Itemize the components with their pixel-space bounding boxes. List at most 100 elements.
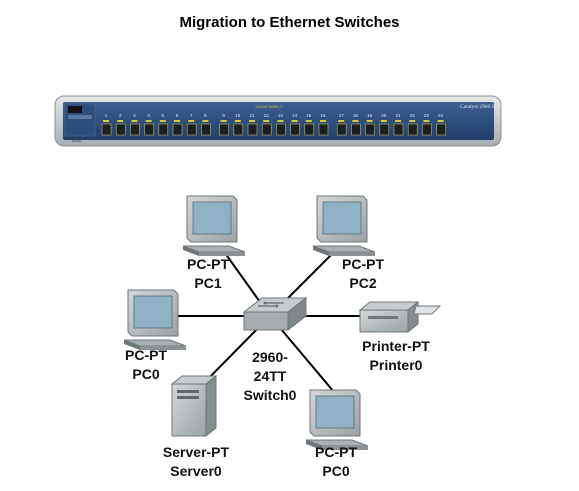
- port-led: [220, 120, 227, 122]
- port-number-label: 23: [424, 113, 430, 118]
- switch0-label: 2960- 24TT Switch0: [236, 348, 304, 405]
- port-number-label: 8: [204, 113, 207, 118]
- port-led: [117, 120, 124, 122]
- pc2-icon[interactable]: [312, 195, 376, 256]
- port-led: [291, 120, 298, 122]
- port-led: [131, 120, 138, 122]
- port-led: [409, 120, 416, 122]
- port-number-label: 11: [250, 113, 255, 118]
- pc0-left-icon[interactable]: [123, 289, 187, 350]
- pc0-bottom-icon[interactable]: [305, 389, 369, 450]
- port-led: [263, 120, 270, 122]
- printer0-name: Printer0: [369, 357, 423, 373]
- ethernet-port[interactable]: [115, 123, 126, 136]
- pc1-type: PC-PT: [187, 256, 229, 272]
- panel-model-text: Catalyst 2960 Series: [460, 104, 505, 110]
- server0-name: Server0: [170, 463, 222, 479]
- port-number-label: 21: [395, 113, 401, 118]
- ethernet-port[interactable]: [247, 123, 258, 136]
- port-led: [202, 120, 209, 122]
- port-led: [338, 120, 345, 122]
- pc2-type: PC-PT: [342, 256, 384, 272]
- ethernet-port[interactable]: [144, 123, 154, 136]
- port-led: [352, 120, 359, 122]
- pc2-label: PC-PT PC2: [333, 255, 393, 293]
- pc2-name: PC2: [349, 275, 377, 291]
- pc0-left-label: PC-PT PC0: [116, 346, 176, 384]
- port-led: [437, 120, 444, 122]
- port-led: [159, 120, 166, 122]
- ethernet-port[interactable]: [219, 123, 229, 136]
- port-led: [395, 120, 401, 122]
- port-number-label: 24: [438, 113, 444, 118]
- port-led: [320, 120, 326, 122]
- port-number-label: 10: [235, 113, 241, 118]
- ethernet-port[interactable]: [130, 123, 140, 136]
- port-led: [188, 120, 195, 122]
- port-led: [174, 120, 180, 122]
- switch0-line2: 24TT: [253, 368, 287, 384]
- switch0-line1: 2960-: [252, 349, 288, 365]
- ethernet-port[interactable]: [101, 123, 112, 136]
- port-number-label: 5: [162, 113, 165, 118]
- port-led: [249, 120, 255, 122]
- switch0-icon[interactable]: [242, 296, 308, 332]
- ethernet-port[interactable]: [233, 123, 244, 136]
- printer0-icon[interactable]: [358, 300, 442, 334]
- pc0-left-type: PC-PT: [125, 347, 167, 363]
- ethernet-port[interactable]: [201, 123, 211, 136]
- port-led: [423, 120, 430, 122]
- ethernet-port[interactable]: [158, 123, 169, 136]
- port-led: [380, 120, 387, 122]
- port-number-label: 1: [105, 113, 108, 118]
- port-number-label: 22: [410, 113, 416, 118]
- port-number-label: 2: [119, 113, 122, 118]
- port-number-label: 4: [147, 113, 150, 118]
- pc0-bottom-name: PC0: [322, 463, 350, 479]
- port-number-label: 16: [320, 113, 326, 118]
- ethernet-port[interactable]: [172, 123, 183, 136]
- pc0-left-name: PC0: [132, 366, 160, 382]
- ethernet-port[interactable]: [318, 123, 329, 136]
- ethernet-port[interactable]: [422, 123, 432, 136]
- server0-label: Server-PT Server0: [154, 443, 238, 481]
- server0-type: Server-PT: [162, 444, 230, 460]
- port-led: [277, 120, 284, 122]
- printer0-type: Printer-PT: [362, 338, 430, 354]
- ethernet-port[interactable]: [304, 123, 315, 136]
- server0-icon[interactable]: [170, 374, 218, 438]
- panel-center-text: 10/100 BASE-T: [255, 104, 283, 109]
- ethernet-port[interactable]: [436, 123, 446, 136]
- pc1-icon[interactable]: [182, 195, 246, 256]
- port-number-label: 15: [306, 113, 312, 118]
- ethernet-port[interactable]: [365, 123, 375, 136]
- port-number-label: 3: [133, 113, 136, 118]
- port-number-label: 19: [367, 113, 373, 118]
- pc1-name: PC1: [194, 275, 222, 291]
- ethernet-port[interactable]: [186, 123, 197, 136]
- port-number-label: 13: [278, 113, 284, 118]
- port-number-label: 17: [339, 113, 345, 118]
- diagram-title: Migration to Ethernet Switches: [179, 14, 400, 31]
- ethernet-port[interactable]: [393, 123, 404, 136]
- ethernet-port[interactable]: [407, 123, 418, 136]
- port-led: [234, 120, 241, 122]
- ethernet-port[interactable]: [290, 123, 300, 136]
- pc0-bottom-type: PC-PT: [315, 444, 357, 460]
- port-led: [366, 120, 373, 122]
- port-number-label: 12: [264, 113, 270, 118]
- ethernet-port[interactable]: [351, 123, 361, 136]
- port-led: [103, 120, 109, 122]
- port-number-label: 9: [222, 113, 225, 118]
- ethernet-port[interactable]: [336, 123, 347, 136]
- printer0-label: Printer-PT Printer0: [352, 337, 440, 375]
- ethernet-port[interactable]: [276, 123, 286, 136]
- svg-text:MODE: MODE: [72, 139, 81, 143]
- port-number-label: 14: [292, 113, 298, 118]
- ethernet-port[interactable]: [261, 123, 272, 136]
- port-led: [305, 120, 312, 122]
- ethernet-port[interactable]: [379, 123, 390, 136]
- port-number-label: 20: [381, 113, 387, 118]
